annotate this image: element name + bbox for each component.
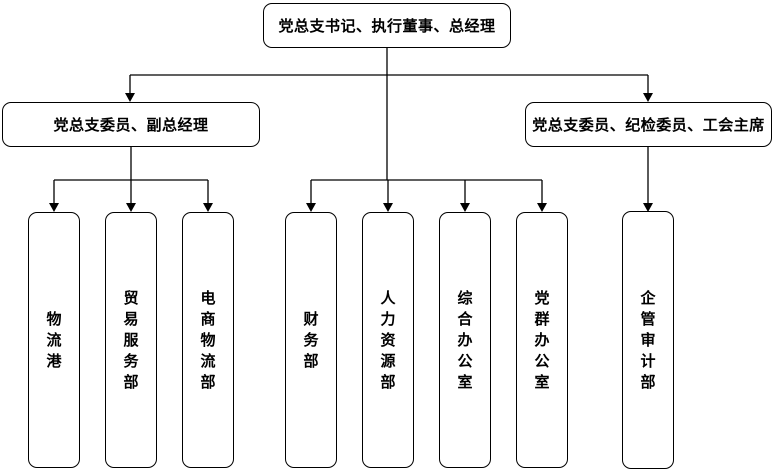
arrow-down-icon — [306, 203, 316, 212]
node-enterprise-audit-dept: 企管审计部 — [622, 211, 674, 469]
node-ecommerce-logistics-dept-label: 电商物流部 — [200, 288, 216, 391]
node-general-office: 综合办公室 — [439, 212, 491, 468]
arrow-down-icon — [49, 203, 59, 212]
node-party-mass-office-label: 党群办公室 — [534, 288, 550, 391]
node-root-label: 党总支书记、执行董事、总经理 — [278, 17, 496, 35]
node-deputy-general-manager-label: 党总支委员、副总经理 — [53, 116, 209, 134]
arrow-down-icon — [643, 93, 653, 102]
node-finance-dept-label: 财务部 — [303, 309, 319, 370]
connector-paths — [53, 48, 649, 206]
node-enterprise-audit-dept-label: 企管审计部 — [640, 288, 656, 391]
node-logistics-port-label: 物流港 — [46, 309, 62, 370]
arrow-down-icon — [460, 203, 470, 212]
arrowheads — [49, 93, 653, 212]
node-deputy-general-manager: 党总支委员、副总经理 — [2, 102, 260, 147]
node-hr-dept: 人力资源部 — [362, 212, 414, 468]
node-discipline-union-chair-label: 党总支委员、纪检委员、工会主席 — [532, 116, 765, 134]
node-root: 党总支书记、执行董事、总经理 — [263, 3, 511, 48]
node-discipline-union-chair: 党总支委员、纪检委员、工会主席 — [525, 102, 772, 147]
arrow-down-icon — [383, 203, 393, 212]
arrow-down-icon — [643, 203, 653, 212]
node-hr-dept-label: 人力资源部 — [380, 288, 396, 391]
node-trade-service-dept-label: 贸易服务部 — [123, 288, 139, 391]
node-trade-service-dept: 贸易服务部 — [105, 212, 157, 468]
arrow-down-icon — [203, 203, 213, 212]
arrow-down-icon — [126, 203, 136, 212]
arrow-down-icon — [125, 93, 135, 102]
node-finance-dept: 财务部 — [285, 212, 337, 468]
node-general-office-label: 综合办公室 — [457, 288, 473, 391]
arrow-down-icon — [537, 203, 547, 212]
node-party-mass-office: 党群办公室 — [516, 212, 568, 468]
node-logistics-port: 物流港 — [28, 212, 80, 468]
node-ecommerce-logistics-dept: 电商物流部 — [182, 212, 234, 468]
